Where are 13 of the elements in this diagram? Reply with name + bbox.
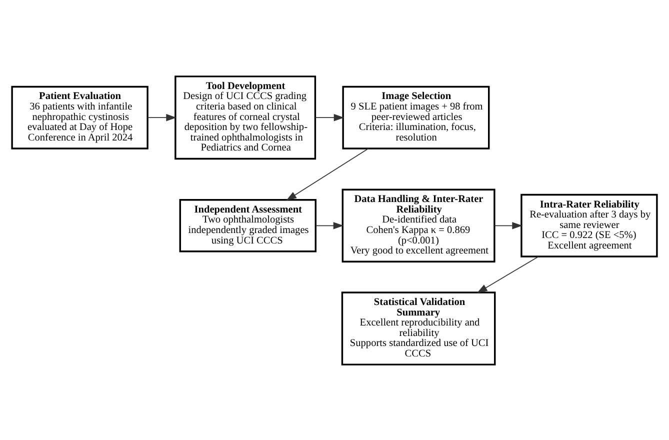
node-box: Statistical Validation Summary Excellent reproducibility and reliability Supports standardized use of UCI CCCS	[341, 291, 496, 365]
node-box: Intra-Rater Reliability Re-evaluation after 3 days by same reviewer ICC = 0.922 (SE <5%) Excellent agreement	[520, 193, 658, 257]
node-box: Image Selection 9 SLE patient images + 98 from peer-reviewed articles Criteria: illumination, focus, resolution	[342, 85, 490, 149]
arrow	[494, 222, 522, 229]
node-box: Data Handling & Inter-Rater Reliability De-identified data Cohen's Kappa κ = 0.869 (p<0.001) Very good to excellent agreement	[342, 188, 496, 262]
node-box: Patient Evaluation 36 patients with infantile nephropathic cystinosis evaluated at Day of Hope Conference in April 2024	[11, 85, 148, 149]
arrow	[315, 222, 344, 229]
arrow	[314, 113, 344, 121]
node-box: Tool Development Design of UCI CCCS grading criteria based on clinical features of corneal crystal deposition by two fellowship-trained ophthalmologists in Pediatrics and Cornea	[174, 75, 316, 160]
arrow	[147, 113, 176, 121]
arrow	[286, 148, 369, 200]
node-box: Independent Assessment Two ophthalmologists independently graded images using UCI CCCS	[179, 198, 316, 252]
arrow	[476, 256, 539, 293]
